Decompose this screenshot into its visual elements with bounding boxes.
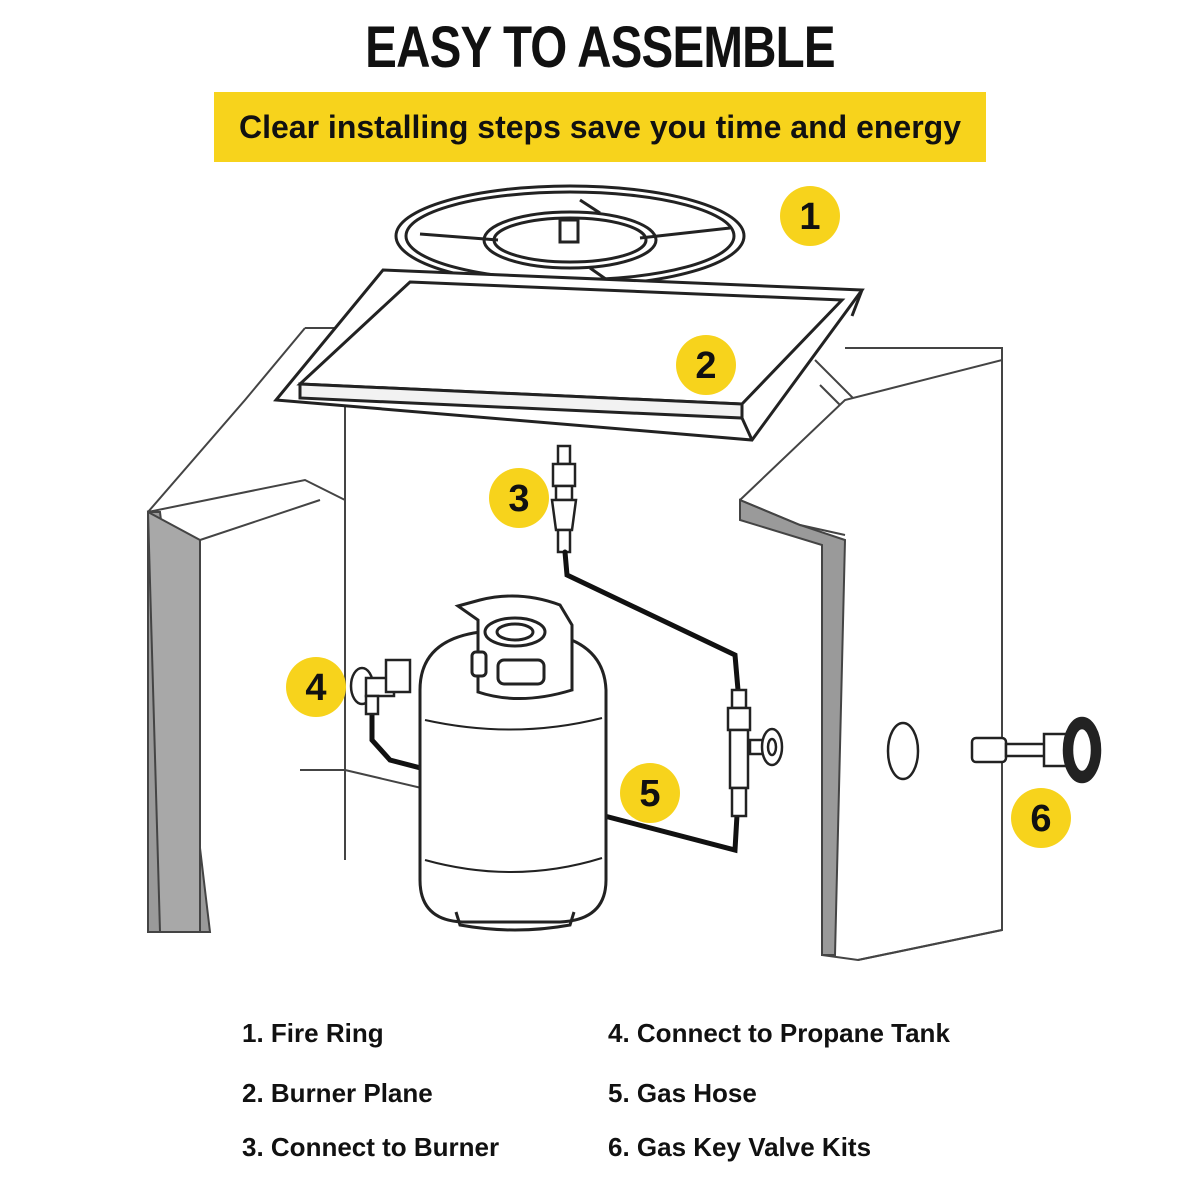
tee-valve [726, 688, 784, 818]
legend-item-5: 5. Gas Hose [608, 1078, 757, 1108]
propane-tank [418, 594, 608, 932]
callout-badge-5: 5 [620, 763, 680, 823]
callout-number: 4 [305, 667, 326, 709]
callout-badge-2: 2 [676, 335, 736, 395]
callout-badge-1: 1 [780, 186, 840, 246]
callout-number: 2 [695, 345, 716, 387]
enclosure [146, 327, 1003, 962]
legend-item-2: 2. Burner Plane [242, 1078, 433, 1108]
callout-badge-6: 6 [1011, 788, 1071, 848]
legend-item-6: 6. Gas Key Valve Kits [608, 1132, 872, 1162]
subtitle-text: Clear installing steps save you time and… [238, 108, 962, 145]
callout-badge-4: 4 [286, 657, 346, 717]
callout-circle [489, 468, 549, 528]
legend-item-3: 3. Connect to Burner [242, 1132, 500, 1162]
callout-circle [780, 186, 840, 246]
subtitle-banner: Clear installing steps save you time and… [214, 92, 986, 162]
callout-circle [620, 763, 680, 823]
legend-item-1: 1. Fire Ring [242, 1018, 384, 1048]
callout-number: 6 [1030, 798, 1051, 840]
callout-number: 3 [508, 478, 529, 520]
propane-tank-connector [349, 658, 412, 716]
callout-badge-3: 3 [489, 468, 549, 528]
burner-connector [550, 444, 578, 554]
gas-hose [369, 549, 741, 854]
callout-circle [1011, 788, 1071, 848]
page-title: EASY TO ASSEMBLE [365, 15, 835, 80]
fire-ring [394, 184, 746, 288]
callout-circle [286, 657, 346, 717]
enclosure-back-left [300, 327, 346, 771]
callout-circle [676, 335, 736, 395]
gas-key-valve-kit [886, 716, 1102, 784]
burner-plane [273, 268, 865, 442]
legend-item-4: 4. Connect to Propane Tank [608, 1018, 950, 1048]
callout-number: 1 [799, 196, 820, 238]
callout-number: 5 [639, 773, 660, 815]
